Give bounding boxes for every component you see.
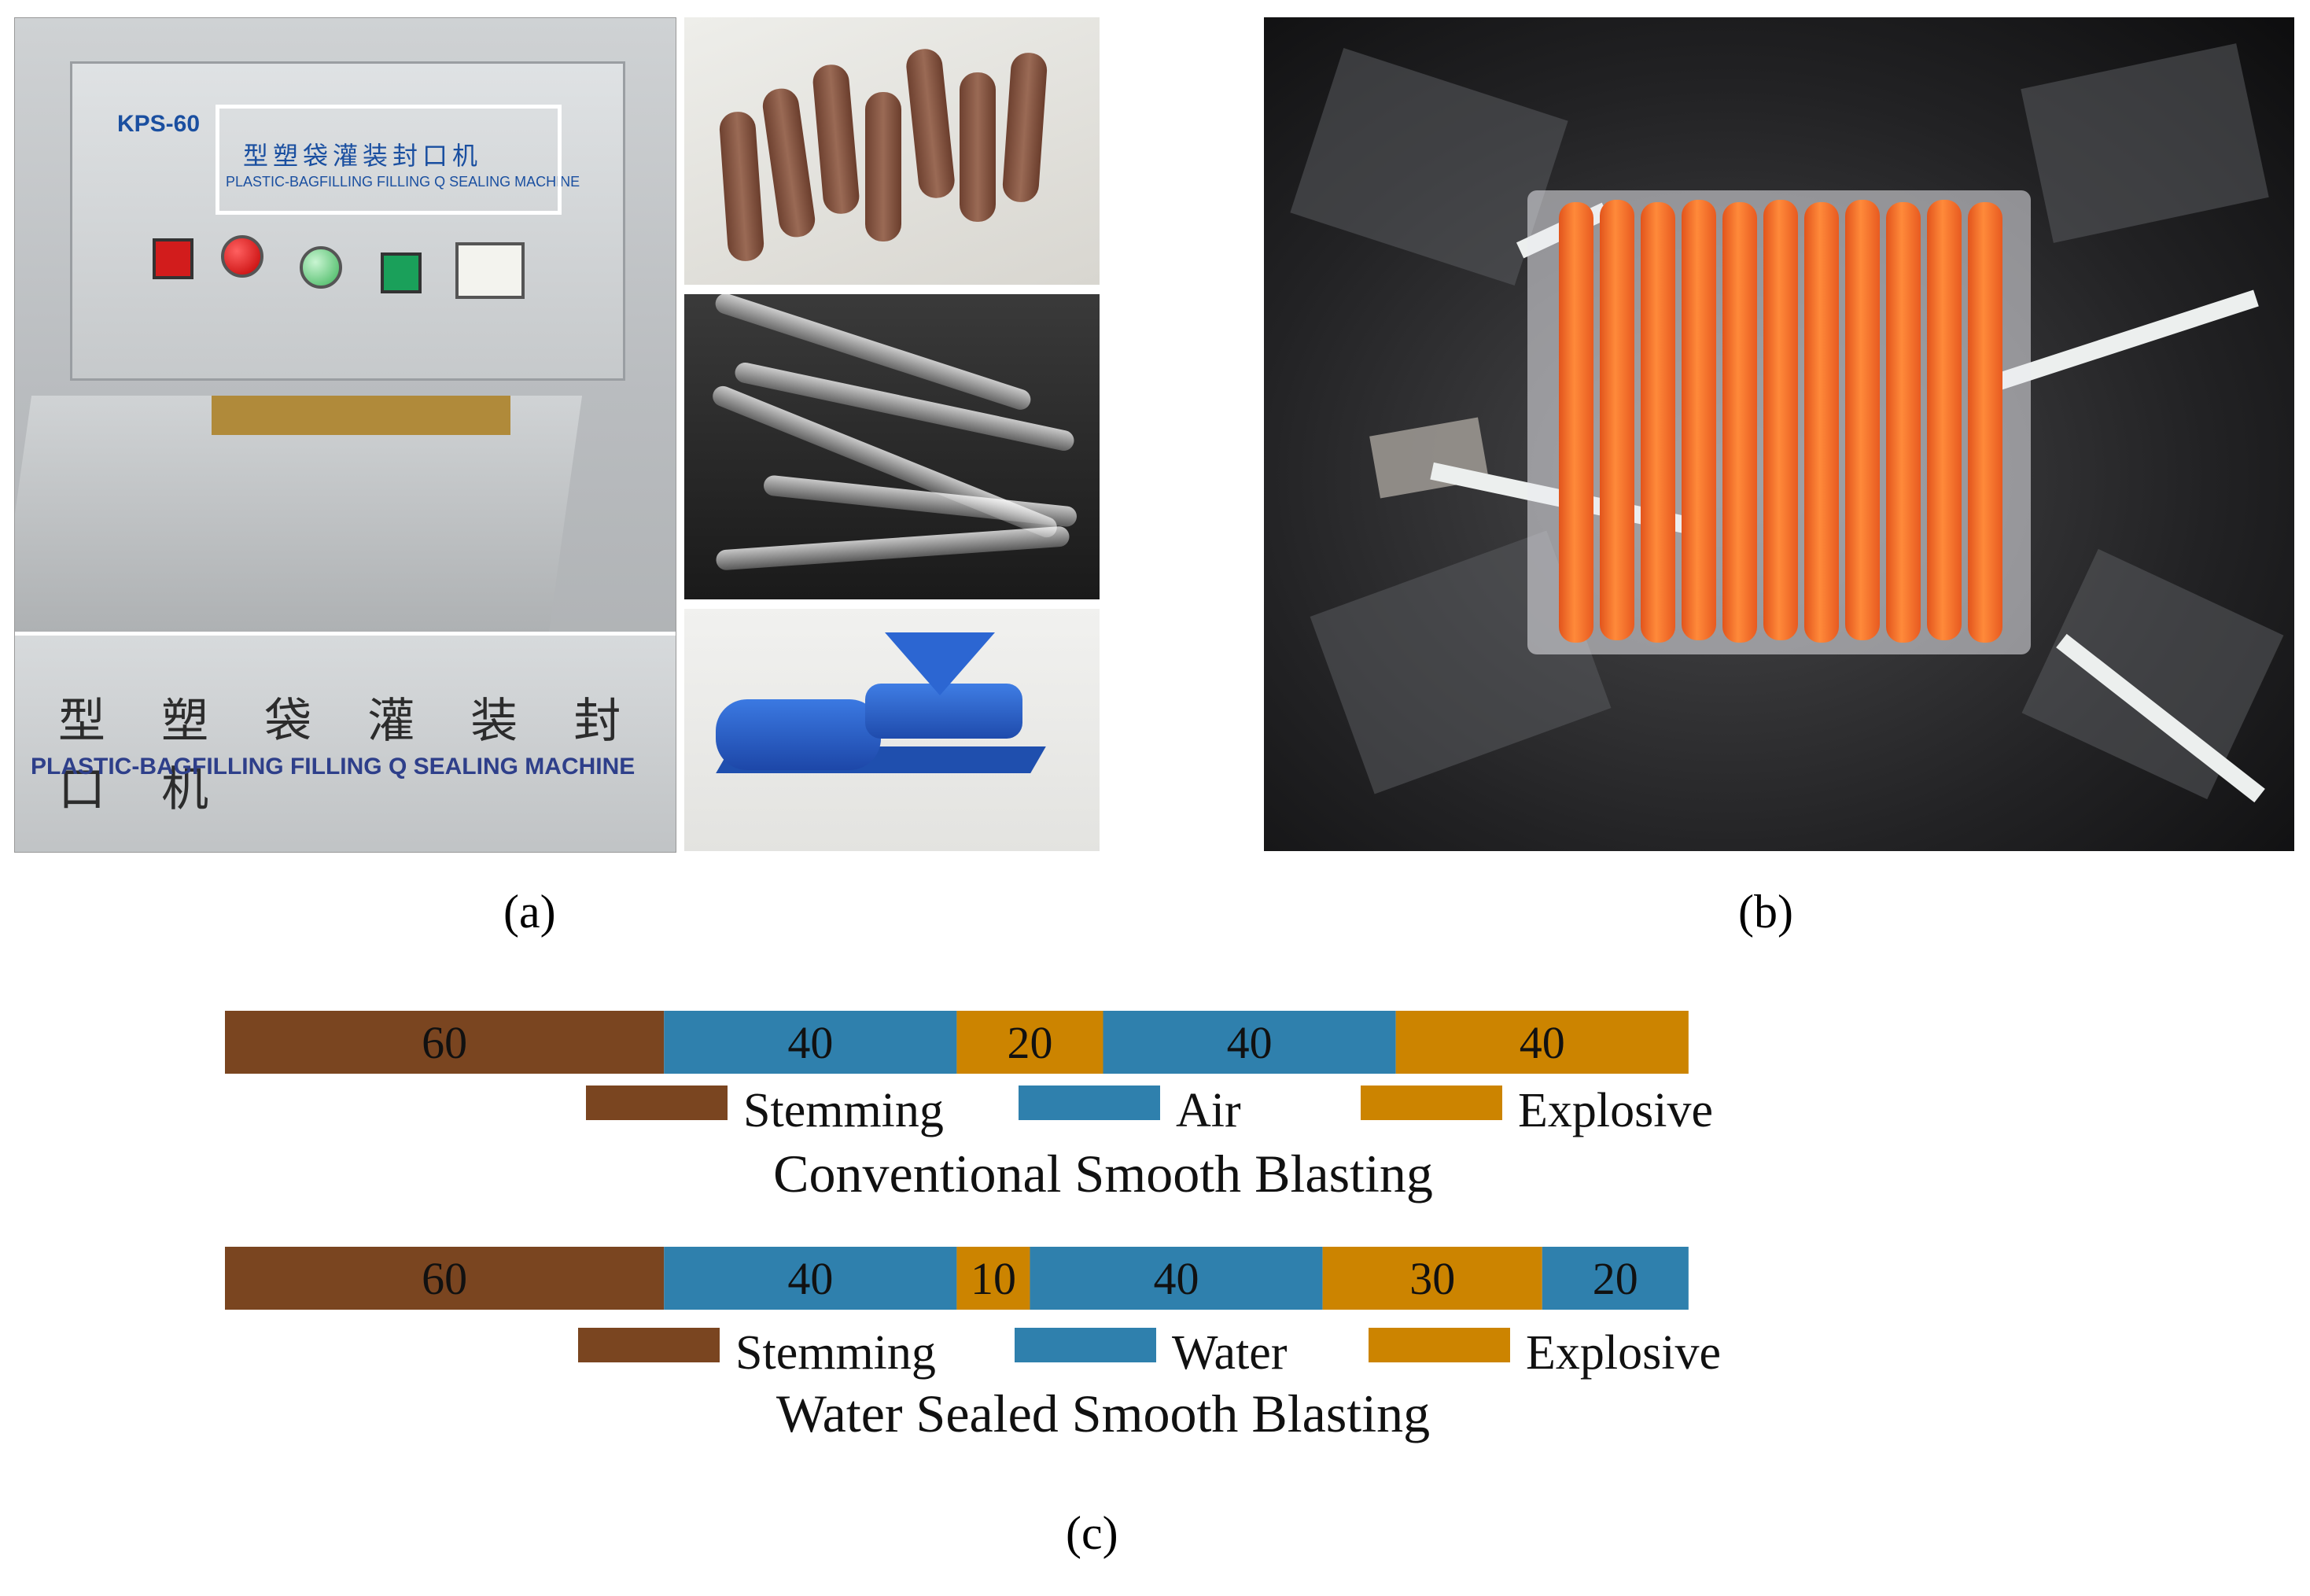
segment-value-label: 40 xyxy=(787,1017,833,1068)
bar-segment-water xyxy=(1542,1247,1689,1310)
segment-value-label: 40 xyxy=(1520,1017,1565,1068)
water-cartridge xyxy=(1763,200,1798,640)
bar-segment-air xyxy=(664,1011,957,1074)
water-cartridge xyxy=(1600,200,1634,640)
rock xyxy=(2021,548,2284,800)
legend-swatch-explosive xyxy=(1361,1086,1502,1120)
legend-swatch-explosive xyxy=(1369,1328,1510,1362)
stick xyxy=(904,47,956,200)
stemming-sticks-photo xyxy=(684,17,1100,285)
bar-segment-water xyxy=(1030,1247,1323,1310)
stick xyxy=(1001,51,1048,204)
legend-label-water: Water xyxy=(1172,1326,1288,1380)
segment-value-label: 60 xyxy=(422,1017,467,1068)
stick xyxy=(718,110,765,263)
tube xyxy=(715,525,1070,571)
plastic-tubes-photo xyxy=(684,294,1100,599)
water-cartridge xyxy=(1968,202,2002,643)
panel-a-label: (a) xyxy=(503,886,556,938)
power-switch-icon xyxy=(153,238,193,279)
machine-label-en: PLASTIC-BAGFILLING FILLING Q SEALING MAC… xyxy=(226,174,580,190)
segment-value-label: 40 xyxy=(1154,1253,1199,1304)
segment-value-label: 40 xyxy=(1227,1017,1273,1068)
legend-swatch-stemming xyxy=(578,1328,720,1362)
legend-label-stemming: Stemming xyxy=(735,1326,936,1380)
bar-segment-stemming xyxy=(225,1247,665,1310)
water-cartridge xyxy=(1845,200,1880,640)
stick xyxy=(865,92,901,241)
segment-value-label: 40 xyxy=(787,1253,833,1304)
segment-value-label: 20 xyxy=(1593,1253,1638,1304)
panel-b-photo xyxy=(1264,17,2294,851)
legend-swatch-stemming xyxy=(586,1086,728,1120)
stick xyxy=(960,72,996,222)
chart-title: Water Sealed Smooth Blasting xyxy=(776,1384,1430,1443)
green-switch-icon xyxy=(381,252,422,293)
zoom-label-en: PLASTIC-BAGFILLING FILLING Q SEALING MAC… xyxy=(31,754,636,780)
machine-model-text: KPS-60 xyxy=(117,111,201,137)
machine-housing xyxy=(70,61,625,381)
bar-segment-explosive xyxy=(1322,1247,1542,1310)
segment-value-label: 30 xyxy=(1409,1253,1455,1304)
stick xyxy=(761,86,817,240)
legend-swatch-water xyxy=(1015,1328,1156,1362)
timer-dial-icon xyxy=(455,242,525,299)
panel-b-label: (b) xyxy=(1738,886,1793,938)
legend-label-explosive: Explosive xyxy=(1518,1084,1713,1137)
water-cartridge xyxy=(1641,202,1675,643)
filling-pump-photo xyxy=(684,609,1100,851)
pump-hopper xyxy=(885,632,995,695)
red-button-icon xyxy=(221,235,263,278)
strap xyxy=(1991,289,2259,392)
panel-c-label: (c) xyxy=(1066,1507,1118,1559)
bar-segment-air xyxy=(1103,1011,1396,1074)
label-highlight-box xyxy=(216,105,562,215)
bar-segment-stemming xyxy=(225,1011,665,1074)
legend-label-stemming: Stemming xyxy=(743,1084,944,1137)
sealing-jaw xyxy=(212,396,510,435)
water-cartridge xyxy=(1886,202,1921,643)
sealing-machine-photo: KPS-60 型塑袋灌装封口机 PLASTIC-BAGFILLING FILLI… xyxy=(14,17,676,853)
zoom-label-cn: 型 塑 袋 灌 装 封 口 机 xyxy=(58,694,642,817)
segment-value-label: 20 xyxy=(1007,1017,1052,1068)
water-cartridge xyxy=(1927,200,1962,640)
segment-value-label: 60 xyxy=(422,1253,467,1304)
legend-label-explosive: Explosive xyxy=(1526,1326,1721,1380)
panel-a-photos: KPS-60 型塑袋灌装封口机 PLASTIC-BAGFILLING FILLI… xyxy=(14,17,1100,853)
pump-motor xyxy=(716,699,881,770)
zoom-inset xyxy=(15,632,676,852)
water-cartridge xyxy=(1559,202,1593,643)
legend-swatch-air xyxy=(1019,1086,1160,1120)
chart-title: Conventional Smooth Blasting xyxy=(773,1144,1433,1203)
green-button-icon xyxy=(300,246,342,289)
machine-label-cn: 型塑袋灌装封口机 xyxy=(243,141,483,171)
legend-label-air: Air xyxy=(1176,1084,1241,1137)
bar-segment-explosive xyxy=(956,1247,1030,1310)
water-cartridge xyxy=(1804,202,1839,643)
water-cartridge xyxy=(1682,200,1716,640)
segment-value-label: 10 xyxy=(971,1253,1016,1304)
stick xyxy=(811,63,861,216)
bar-segment-water xyxy=(664,1247,957,1310)
bar-segment-explosive xyxy=(956,1011,1103,1074)
rock xyxy=(2021,43,2269,243)
bar-segment-explosive xyxy=(1395,1011,1689,1074)
plastic-bag xyxy=(1527,190,2031,654)
water-cartridge xyxy=(1722,202,1757,643)
